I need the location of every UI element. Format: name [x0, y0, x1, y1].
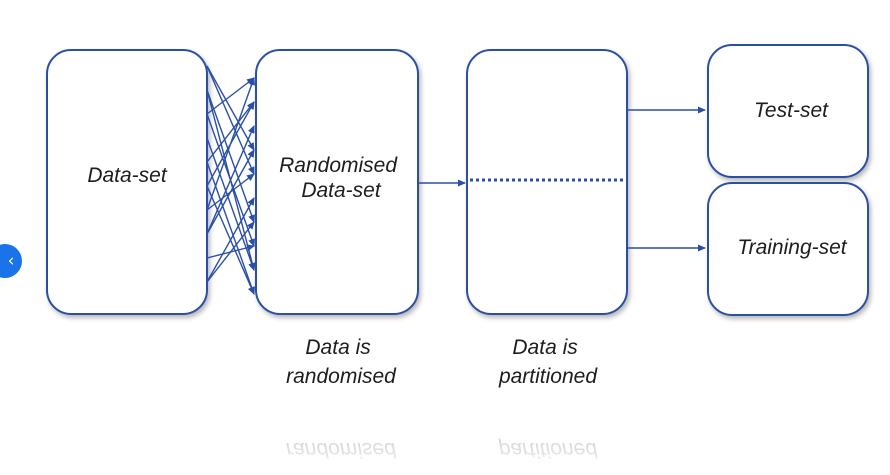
shuffle-arrow-3	[206, 77, 255, 115]
dataset-box	[46, 49, 208, 315]
shuffle-arrow-10	[206, 197, 255, 283]
randomised-caption-line-2: randomised	[286, 365, 397, 388]
shuffle-arrow-16	[206, 161, 255, 295]
test-set-label: Test-set	[754, 99, 829, 122]
partitioned-caption-line-1: Data is	[512, 336, 578, 359]
shuffle-arrow-18	[206, 77, 255, 211]
partitioned-caption: Data is partitioned	[498, 336, 598, 388]
shuffle-arrows	[206, 65, 256, 295]
shuffle-arrow-14	[206, 149, 255, 235]
randomised-dataset-label-line-2: Data-set	[301, 179, 382, 202]
randomised-caption-line-1: Data is	[305, 336, 371, 359]
shuffle-arrow-15	[206, 221, 255, 283]
randomised-caption: Data is randomised	[286, 336, 397, 388]
shuffle-arrow-5	[206, 101, 255, 163]
chevron-left-icon: ‹	[7, 251, 15, 271]
back-button[interactable]: ‹	[0, 244, 22, 278]
training-set-label: Training-set	[737, 236, 847, 259]
test-set-box	[707, 44, 869, 178]
training-set-box	[707, 182, 869, 316]
partition-box	[466, 49, 628, 315]
partitioned-caption-line-2: partitioned	[498, 365, 598, 388]
randomised-dataset-label-line-1: Randomised	[279, 154, 398, 177]
reflection-fade	[250, 425, 650, 475]
shuffle-arrow-1	[206, 65, 255, 151]
shuffle-arrow-17	[206, 89, 256, 271]
randomised-dataset-box	[255, 49, 419, 315]
randomised-dataset-label: Randomised Data-set	[279, 154, 403, 202]
shuffle-arrow-11	[206, 65, 255, 175]
dataset-label: Data-set	[87, 164, 168, 187]
shuffle-arrow-2	[206, 89, 255, 223]
